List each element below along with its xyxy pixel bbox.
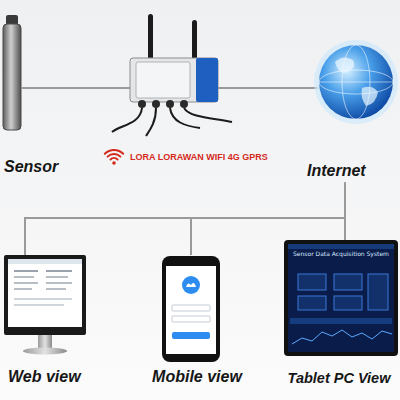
cable	[184, 108, 232, 122]
tablet-picture	[284, 240, 398, 356]
screen-panel	[368, 274, 388, 310]
cable	[112, 108, 142, 132]
screen-line	[14, 298, 72, 300]
phone-picture	[162, 256, 220, 362]
sensor-cable	[21, 87, 64, 89]
node-caption: Mobile view	[152, 368, 242, 386]
screen-line	[46, 288, 66, 290]
phone-body	[162, 256, 220, 362]
form-button	[172, 332, 210, 339]
latitude	[319, 70, 393, 94]
connector-line	[191, 182, 345, 255]
cable	[100, 87, 130, 89]
sensor-body	[3, 24, 21, 130]
screen-panel	[298, 274, 326, 290]
cable	[170, 108, 200, 128]
router-module	[196, 58, 218, 102]
monitor-picture	[4, 255, 86, 355]
screen-panel	[298, 296, 326, 310]
globe-glow	[314, 40, 398, 124]
connector-line	[64, 87, 100, 89]
connector-line	[295, 87, 305, 89]
node-caption: LORA LORAWAN WIFI 4G GPRS	[130, 152, 268, 162]
device-node: LORA LORAWAN WIFI 4G GPRS	[100, 10, 295, 166]
screen-bar	[288, 244, 394, 249]
phone-screen	[166, 266, 216, 354]
screen-line	[14, 276, 34, 278]
gateway-picture	[100, 14, 305, 165]
cable-gland	[180, 100, 188, 108]
monitor-screen	[8, 259, 82, 327]
screen-panel	[334, 274, 362, 290]
screen-title: Sensor Data Acquisition System	[289, 250, 393, 258]
app-logo	[182, 276, 200, 294]
screen-bar	[290, 318, 392, 324]
connector-line	[25, 182, 345, 255]
screen-line	[14, 270, 38, 272]
gateway-body	[130, 58, 218, 102]
monitor-bezel	[4, 255, 86, 335]
antenna	[192, 20, 197, 60]
tablet-bezel	[284, 240, 398, 356]
device-node: Internet	[305, 10, 398, 182]
device-node: Web view	[2, 255, 102, 388]
cable-gland	[138, 100, 146, 108]
screen-line	[14, 282, 38, 284]
tablet-screen	[288, 244, 394, 352]
globe	[319, 45, 393, 119]
equator	[319, 82, 393, 83]
screen-chart	[292, 330, 392, 344]
connector-line	[344, 182, 346, 240]
screen-bar	[8, 259, 82, 264]
screen-panel	[334, 296, 362, 310]
monitor-base	[23, 348, 67, 355]
cable	[218, 87, 305, 89]
continent	[362, 87, 379, 106]
wifi-dot	[112, 161, 116, 165]
device-node: Sensor	[2, 18, 64, 178]
device-node: Mobile view	[142, 255, 252, 388]
screen-line	[46, 282, 72, 284]
node-caption: Internet	[307, 162, 366, 180]
gateway-lid	[136, 62, 190, 98]
continent	[335, 57, 354, 72]
device-node: Tablet PC View	[280, 240, 398, 389]
node-caption: Tablet PC View	[288, 370, 391, 387]
node-caption: Web view	[8, 368, 81, 386]
globe-picture	[305, 40, 398, 124]
screen-line	[46, 276, 68, 278]
cable-gland	[152, 100, 160, 108]
antenna	[148, 14, 153, 60]
form-field	[172, 305, 210, 311]
node-caption: Sensor	[4, 158, 58, 176]
screen-line	[46, 270, 72, 272]
cable	[146, 108, 156, 136]
wifi-arc	[108, 154, 121, 157]
wifi-arc	[111, 158, 118, 159]
app-logo-mark	[186, 283, 196, 287]
form-field	[172, 316, 210, 322]
cable-gland	[166, 100, 174, 108]
monitor-stand	[38, 335, 52, 349]
sensor-picture	[3, 15, 64, 130]
wifi-arc	[105, 150, 123, 154]
screen-line	[14, 288, 32, 290]
screen-line	[14, 304, 64, 306]
